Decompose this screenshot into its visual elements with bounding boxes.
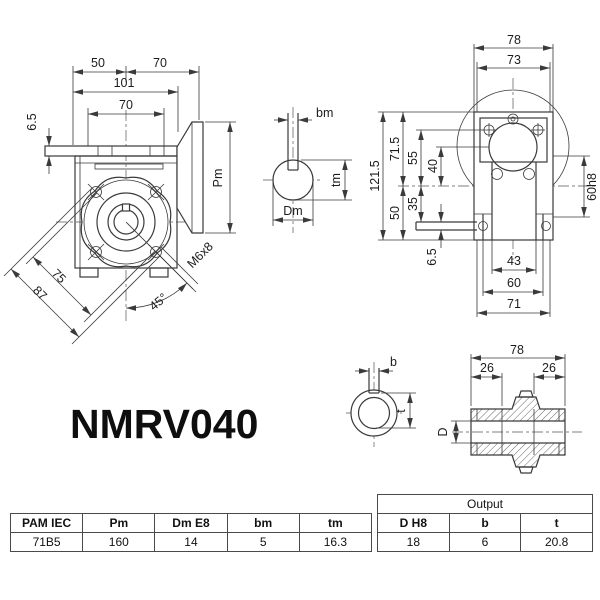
dim-label-t: t [394, 409, 408, 413]
model-title: NMRV040 [70, 401, 259, 447]
table-value-row: 71B5 160 14 5 16.3 [9, 532, 373, 552]
dim-label-70: 70 [119, 98, 133, 112]
input-spec-table: PAM IEC Pm Dm E8 bm tm 71B5 160 14 5 16.… [9, 513, 373, 552]
table-title-row: Output [377, 494, 593, 514]
dim-label-D: D [436, 427, 450, 436]
dim-label-60h8: 60h8 [585, 173, 599, 201]
header-tm: tm [298, 513, 373, 533]
value-t: 20.8 [520, 532, 593, 552]
value-d-h8: 18 [377, 532, 450, 552]
output-spec-table: Output D H8 b t 18 6 20.8 [377, 494, 593, 552]
dim-label-71: 71 [507, 297, 521, 311]
value-tm: 16.3 [298, 532, 373, 552]
dim-label-45deg: 45° [147, 290, 170, 313]
dim-label-dm: Dm [283, 204, 302, 218]
dim-label-sv6-5: 6.5 [425, 248, 439, 265]
dim-label-6-5-front: 6.5 [25, 113, 39, 130]
dim-label-43: 43 [507, 254, 521, 268]
value-dm-e8: 14 [154, 532, 228, 552]
dim-label-m6x8: M6x8 [184, 239, 216, 271]
dim-label-75: 75 [49, 266, 69, 286]
header-pm: Pm [82, 513, 156, 533]
header-b: b [448, 513, 522, 533]
rear-view: 78 73 121.5 71.5 55 40 50 35 6.5 60h8 43 [368, 33, 599, 317]
output-shaft-section: 78 26 26 D [436, 343, 582, 474]
table-header-row: D H8 b t [377, 513, 593, 533]
input-shaft-detail: bm tm Dm [263, 106, 352, 233]
front-view: 50 70 101 70 6.5 Pm 75 87 45° [3, 56, 236, 345]
dim-label-55: 55 [406, 151, 420, 165]
output-bore-detail: b t [346, 355, 416, 447]
dim-label-87: 87 [30, 283, 50, 303]
header-pam-iec: PAM IEC [9, 513, 84, 533]
dim-label-40: 40 [426, 159, 440, 173]
dim-label-b: b [390, 355, 397, 369]
value-b: 6 [448, 532, 522, 552]
dim-label-70-top: 70 [153, 56, 167, 70]
dim-label-71-5: 71.5 [388, 137, 402, 161]
output-table-title: Output [377, 494, 593, 514]
dim-label-50: 50 [91, 56, 105, 70]
dim-label-os78: 78 [510, 343, 524, 357]
header-t: t [520, 513, 593, 533]
header-d-h8: D H8 [377, 513, 450, 533]
dim-label-pm: Pm [211, 169, 225, 188]
dim-label-sv50: 50 [388, 206, 402, 220]
value-pam-iec: 71B5 [9, 532, 84, 552]
header-bm: bm [226, 513, 300, 533]
table-value-row: 18 6 20.8 [377, 532, 593, 552]
value-bm: 5 [226, 532, 300, 552]
dim-label-26-right: 26 [542, 361, 556, 375]
dim-label-tm: tm [329, 173, 343, 187]
dim-label-60: 60 [507, 276, 521, 290]
dim-label-26-left: 26 [480, 361, 494, 375]
dim-label-101: 101 [114, 76, 135, 90]
header-dm-e8: Dm E8 [154, 513, 228, 533]
dim-label-sv73: 73 [507, 53, 521, 67]
table-header-row: PAM IEC Pm Dm E8 bm tm [9, 513, 373, 533]
dim-label-35: 35 [406, 197, 420, 211]
dim-label-121-5: 121.5 [368, 160, 382, 191]
dim-label-sv78: 78 [507, 33, 521, 47]
technical-drawing: 50 70 101 70 6.5 Pm 75 87 45° [3, 33, 599, 474]
output-keyway [121, 203, 131, 212]
dim-label-bm: bm [316, 106, 333, 120]
value-pm: 160 [82, 532, 156, 552]
